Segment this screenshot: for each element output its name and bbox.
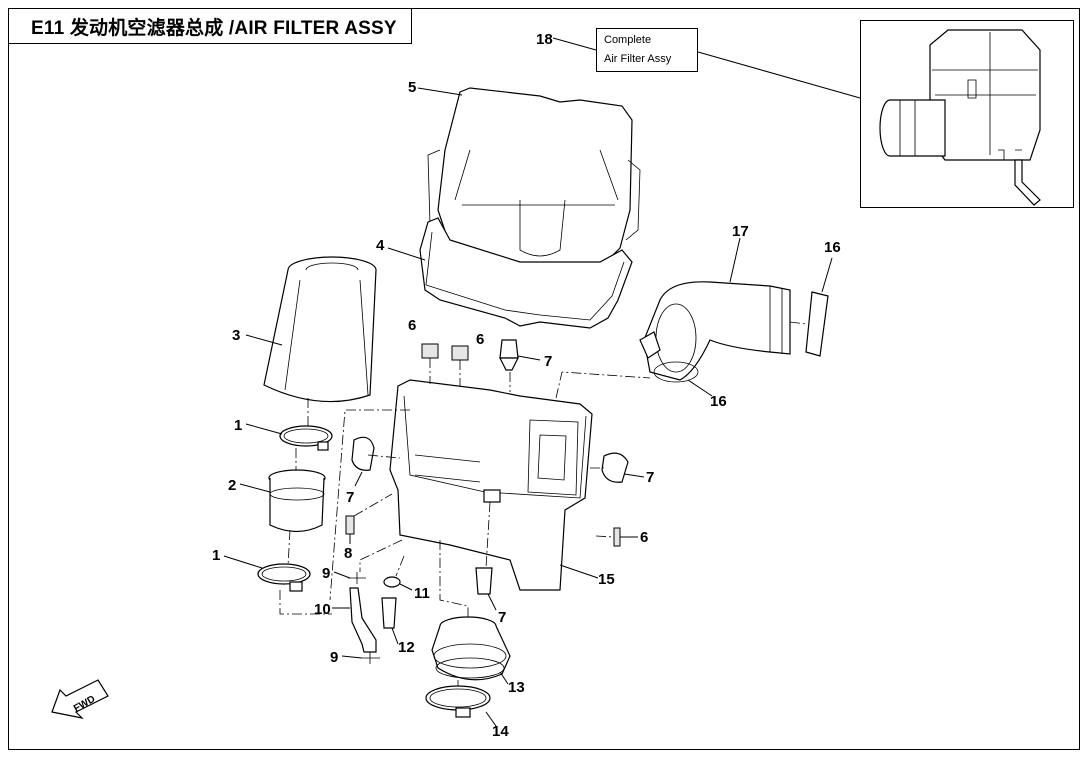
part-10-drain-hose — [349, 587, 377, 653]
complete-assy-inset — [860, 20, 1074, 208]
label-7-right: 7 — [646, 469, 654, 486]
part-7-clip-right — [601, 452, 629, 483]
part-17-intake-duct — [639, 281, 791, 381]
part-6-pad-a — [421, 343, 439, 359]
leader-18 — [552, 37, 597, 51]
label-7-bottom: 7 — [498, 609, 506, 626]
leader-7-top — [517, 355, 541, 361]
part-9-clip-upper — [348, 572, 366, 584]
callout-line-2: Air Filter Assy — [604, 53, 672, 65]
part-2-coupling-sleeve — [268, 469, 326, 533]
label-4: 4 — [376, 237, 385, 254]
assembled-filter-illustration — [879, 29, 1041, 206]
part-3-filter-element — [263, 256, 377, 403]
label-1-lower: 1 — [212, 547, 220, 564]
label-17: 17 — [732, 223, 749, 240]
leader-9-lower — [341, 655, 363, 659]
label-1-upper: 1 — [234, 417, 242, 434]
part-7-clip-top — [499, 339, 519, 371]
part-16-seal-lower — [653, 361, 699, 383]
leader-16-lower — [687, 379, 713, 397]
part-7-clip-left — [351, 436, 375, 471]
label-13: 13 — [508, 679, 525, 696]
part-5-upper-cover — [427, 87, 641, 269]
label-14: 14 — [492, 723, 509, 740]
leader-14 — [485, 711, 497, 727]
part-1-upper-clamp — [279, 425, 333, 451]
part-7-clip-bottom — [475, 567, 493, 595]
label-18: 18 — [536, 31, 553, 48]
leader-7-left — [354, 471, 363, 487]
label-2: 2 — [228, 477, 236, 494]
part-11-washer — [383, 576, 401, 588]
label-9-upper: 9 — [322, 565, 330, 582]
part-12-valve — [381, 597, 397, 629]
leader-7-right — [623, 473, 645, 478]
callout-line-1: Complete — [604, 34, 652, 46]
part-14-boot-clamp — [425, 685, 491, 718]
label-6-mid: 6 — [476, 331, 484, 348]
label-6-right: 6 — [640, 529, 648, 546]
leader-2 — [239, 483, 271, 493]
leader-7-bottom — [487, 593, 497, 611]
diagram-title: E11 发动机空滤器总成 /AIR FILTER ASSY — [8, 8, 412, 44]
label-8: 8 — [344, 545, 352, 562]
label-7-left: 7 — [346, 489, 354, 506]
part-1-lower-clamp — [257, 563, 311, 592]
leader-4 — [387, 247, 426, 261]
label-5: 5 — [408, 79, 416, 96]
leader-13 — [499, 671, 509, 685]
leader-12 — [391, 627, 399, 645]
leader-9-upper — [333, 571, 351, 579]
label-12: 12 — [398, 639, 415, 656]
fwd-arrow-icon: FWD — [51, 679, 109, 719]
leader-11 — [399, 583, 413, 591]
drawing-frame — [8, 8, 1080, 750]
part-16-seal-right — [805, 291, 829, 357]
leader-16-right — [821, 257, 833, 293]
part-4-gasket — [419, 217, 633, 329]
label-16-right: 16 — [824, 239, 841, 256]
part-8-grommet — [345, 515, 355, 535]
leader-3 — [245, 334, 283, 346]
label-15: 15 — [598, 571, 615, 588]
part-13-intake-boot — [431, 616, 511, 681]
part-15-filter-housing — [389, 379, 593, 591]
part-number-labels: 18 5 4 17 16 3 6 6 7 16 1 2 7 7 8 6 1 9 … — [212, 31, 841, 740]
label-9-lower: 9 — [330, 649, 338, 666]
leader-1-upper — [245, 423, 283, 435]
complete-assy-callout: Complete Air Filter Assy — [596, 28, 698, 72]
leader-18-inset — [697, 51, 861, 99]
leader-5 — [417, 87, 463, 96]
leader-17 — [729, 237, 741, 283]
label-3: 3 — [232, 327, 240, 344]
part-6-pad-c — [613, 527, 621, 547]
label-6-left: 6 — [408, 317, 416, 334]
leader-1-lower — [223, 555, 263, 569]
label-7-top: 7 — [544, 353, 552, 370]
part-6-pad-b — [451, 345, 469, 361]
label-10: 10 — [314, 601, 331, 618]
label-11: 11 — [414, 585, 430, 602]
label-16-lower: 16 — [710, 393, 727, 410]
leader-15 — [559, 564, 599, 579]
assembly-lines — [279, 321, 807, 686]
